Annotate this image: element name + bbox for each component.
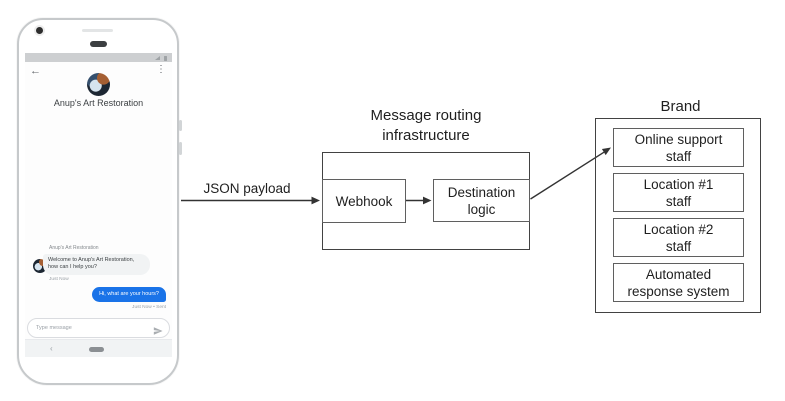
brand-item-location-1: Location #1 staff	[613, 173, 744, 212]
brand-item-location-2: Location #2 staff	[613, 218, 744, 257]
status-bar	[25, 53, 172, 62]
outgoing-message-bubble: Hi, what are your hours?	[92, 287, 166, 302]
brand-item-online-support: Online support staff	[613, 128, 744, 167]
battery-icon	[163, 56, 167, 61]
destination-logic-box: Destination logic	[433, 179, 530, 222]
nav-back-icon[interactable]: ‹	[50, 344, 53, 353]
sender-label: Anup's Art Restoration	[49, 245, 99, 251]
json-payload-label: JSON payload	[203, 181, 291, 196]
incoming-timestamp: Just Now	[49, 277, 69, 282]
overflow-menu-icon[interactable]: ⋮	[156, 64, 166, 75]
signal-icon	[155, 56, 160, 60]
routing-title: Message routing infrastructure	[370, 107, 482, 144]
nav-home-pill[interactable]	[89, 347, 104, 352]
brand-avatar	[87, 73, 110, 96]
power-button	[179, 120, 182, 131]
outgoing-status: Just Now • Sent	[132, 305, 166, 310]
back-arrow-icon[interactable]: ←	[30, 65, 41, 77]
earpiece-slot	[82, 29, 113, 32]
speaker-grille	[90, 41, 107, 47]
message-input[interactable]	[36, 321, 146, 335]
phone-mockup: ← ⋮ Anup's Art Restoration Anup's Art Re…	[17, 18, 182, 385]
message-composer	[27, 318, 170, 338]
volume-button	[179, 142, 182, 155]
brand-title: Brand	[660, 98, 701, 115]
brand-container-box	[595, 118, 761, 313]
front-camera-icon	[36, 27, 43, 34]
webhook-box: Webhook	[322, 179, 406, 223]
android-nav-bar: ‹	[25, 339, 172, 357]
incoming-message-bubble: Welcome to Anup's Art Restoration, how c…	[43, 254, 150, 275]
send-icon[interactable]	[153, 324, 163, 335]
phone-screen: ← ⋮ Anup's Art Restoration Anup's Art Re…	[25, 53, 172, 357]
brand-item-automated-response: Automated response system	[613, 263, 744, 302]
conversation-title: Anup's Art Restoration	[53, 98, 144, 108]
